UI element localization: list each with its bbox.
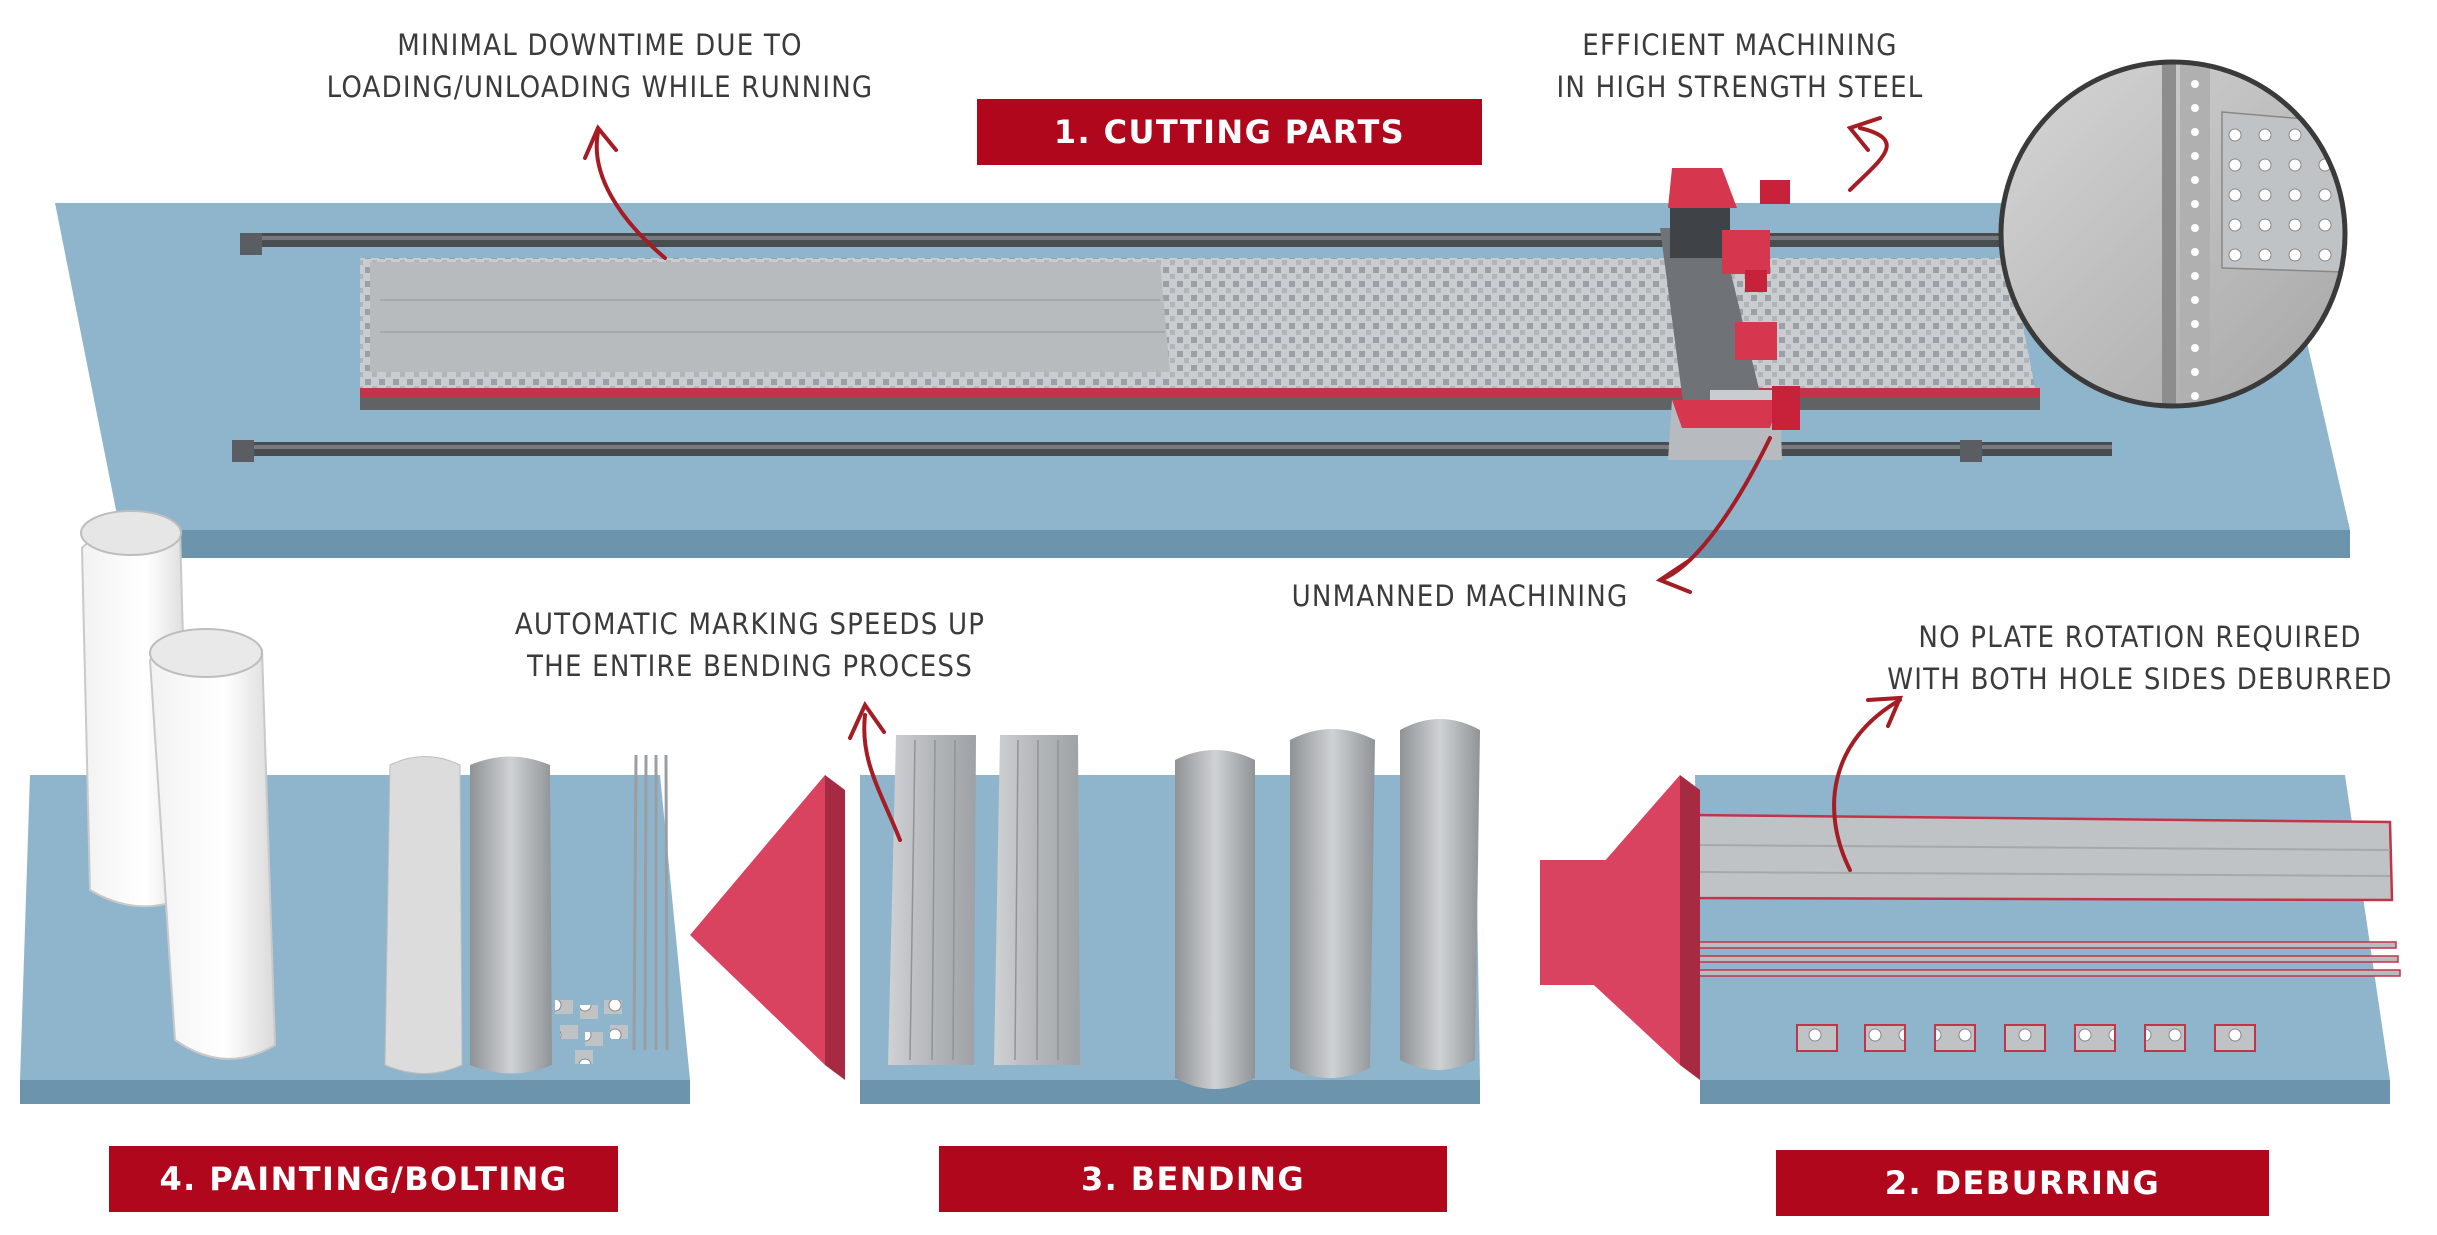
note-line: NO PLATE ROTATION REQUIRED	[1918, 620, 2362, 654]
annotation-arrows	[583, 116, 1904, 872]
zoom-detail-circle	[1998, 59, 2348, 409]
stage-label-painting-bolting: 4. PAINTING/BOLTING	[109, 1146, 618, 1212]
note-automatic-marking: AUTOMATIC MARKING SPEEDS UP THE ENTIRE B…	[480, 603, 1020, 687]
stage-label-deburring: 2. DEBURRING	[1776, 1150, 2269, 1216]
note-line: EFFICIENT MACHINING	[1582, 28, 1898, 62]
note-line: IN HIGH STRENGTH STEEL	[1556, 70, 1924, 104]
process-arrow-bending-to-painting	[690, 775, 845, 1080]
painting-platform	[20, 510, 690, 1104]
bending-platform	[860, 719, 1480, 1104]
note-line: MINIMAL DOWNTIME DUE TO	[397, 28, 803, 62]
cutting-platform	[55, 168, 2350, 558]
note-no-plate-rotation: NO PLATE ROTATION REQUIRED WITH BOTH HOL…	[1870, 616, 2410, 700]
stage-label-cutting-parts: 1. CUTTING PARTS	[977, 99, 1482, 165]
note-line: UNMANNED MACHINING	[1291, 579, 1629, 613]
stage-label-bending: 3. BENDING	[939, 1146, 1447, 1212]
note-efficient-machining: EFFICIENT MACHINING IN HIGH STRENGTH STE…	[1540, 24, 1940, 108]
note-line: AUTOMATIC MARKING SPEEDS UP	[514, 607, 986, 641]
note-line: THE ENTIRE BENDING PROCESS	[527, 649, 973, 683]
note-line: WITH BOTH HOLE SIDES DEBURRED	[1887, 662, 2393, 696]
process-arrow-deburring-to-bending	[1540, 775, 1700, 1080]
deburring-platform	[1687, 775, 2401, 1104]
note-unmanned-machining: UNMANNED MACHINING	[1260, 575, 1660, 617]
note-minimal-downtime: MINIMAL DOWNTIME DUE TO LOADING/UNLOADIN…	[300, 24, 900, 108]
note-line: LOADING/UNLOADING WHILE RUNNING	[326, 70, 874, 104]
